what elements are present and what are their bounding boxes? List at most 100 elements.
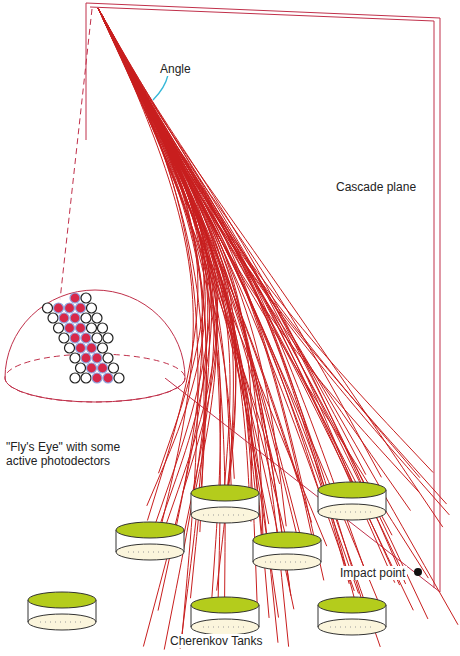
impact-point bbox=[414, 568, 422, 576]
photodetector bbox=[70, 353, 80, 363]
photodetector bbox=[65, 323, 75, 333]
tank-bottom bbox=[318, 619, 386, 635]
tank-dots bbox=[265, 562, 309, 563]
tank-dots bbox=[40, 622, 84, 623]
photodetector bbox=[114, 373, 124, 383]
photodetector bbox=[103, 373, 113, 383]
photodetector bbox=[43, 303, 53, 313]
shower-track bbox=[98, 8, 406, 584]
photodetector bbox=[70, 333, 80, 343]
photodetector bbox=[81, 333, 91, 343]
photodetector bbox=[59, 313, 69, 323]
photodetector bbox=[87, 323, 97, 333]
cherenkov-tank bbox=[191, 485, 259, 523]
shower-track bbox=[98, 8, 324, 580]
shower-track bbox=[98, 8, 264, 559]
photodetector bbox=[98, 363, 108, 373]
photodetector bbox=[59, 333, 69, 343]
photodetector bbox=[76, 303, 86, 313]
photodetector bbox=[54, 303, 64, 313]
cherenkov-tank bbox=[318, 597, 386, 635]
photodetector bbox=[92, 373, 102, 383]
photodetector bbox=[87, 363, 97, 373]
tank-dots bbox=[330, 627, 374, 628]
shower-track bbox=[98, 8, 302, 557]
callout-label: Cherenkov Tanks bbox=[168, 634, 265, 648]
photodetector bbox=[109, 363, 119, 373]
dome-outline bbox=[5, 290, 185, 378]
shower-track bbox=[98, 8, 236, 496]
photodetector bbox=[81, 373, 91, 383]
photodetector bbox=[70, 313, 80, 323]
cherenkov-tank bbox=[191, 597, 259, 635]
shower-track bbox=[98, 8, 433, 473]
callout-label: Cascade plane bbox=[334, 180, 418, 194]
photodetector bbox=[81, 313, 91, 323]
photodetector bbox=[48, 313, 58, 323]
tank-bottom bbox=[191, 619, 259, 635]
shower-track bbox=[98, 8, 449, 515]
photodetector bbox=[103, 353, 113, 363]
photodetector bbox=[92, 333, 102, 343]
photodetector bbox=[81, 353, 91, 363]
tank-bottom bbox=[318, 504, 386, 520]
photodetectors bbox=[43, 293, 125, 383]
tank-bottom bbox=[116, 544, 184, 560]
shower-track bbox=[98, 8, 362, 494]
shower-track bbox=[98, 8, 204, 473]
dome-base bbox=[5, 354, 185, 402]
shower-track bbox=[98, 8, 217, 508]
photodetector bbox=[70, 293, 80, 303]
photodetector bbox=[92, 313, 102, 323]
photodetector bbox=[81, 293, 91, 303]
shower-track bbox=[98, 8, 252, 509]
cherenkov-tank bbox=[253, 532, 321, 570]
shower-track bbox=[98, 8, 381, 477]
shower-track bbox=[98, 8, 298, 481]
shower-track bbox=[98, 8, 205, 506]
photodetector bbox=[103, 333, 113, 343]
tank-dots bbox=[203, 515, 247, 516]
tank-bottom bbox=[253, 554, 321, 570]
cherenkov-tank bbox=[116, 522, 184, 560]
tank-dots bbox=[203, 627, 247, 628]
shower-track bbox=[98, 8, 400, 566]
photodetector bbox=[65, 303, 75, 313]
photodetector bbox=[87, 343, 97, 353]
tank-top bbox=[318, 482, 386, 498]
angle-arc bbox=[153, 75, 168, 100]
tank-top bbox=[191, 597, 259, 613]
tank-top bbox=[318, 597, 386, 613]
shower-track bbox=[98, 8, 443, 527]
plane-edge bbox=[86, 3, 87, 140]
tank-top bbox=[191, 485, 259, 501]
cherenkov-tank bbox=[28, 592, 96, 630]
callout-label: Impact point bbox=[338, 566, 407, 580]
cherenkov-tank bbox=[318, 482, 386, 520]
photodetector bbox=[76, 343, 86, 353]
photodetector bbox=[98, 343, 108, 353]
photodetector bbox=[76, 363, 86, 373]
shower-track bbox=[98, 8, 420, 478]
photodetector bbox=[87, 303, 97, 313]
cherenkov-tanks bbox=[28, 482, 386, 635]
photodetector bbox=[70, 373, 80, 383]
tank-bottom bbox=[28, 614, 96, 630]
tank-top bbox=[116, 522, 184, 538]
photodetector bbox=[98, 323, 108, 333]
tank-dots bbox=[128, 552, 172, 553]
tank-dots bbox=[330, 512, 374, 513]
photodetector bbox=[54, 323, 64, 333]
shower-track bbox=[98, 8, 280, 484]
flys-eye-dome bbox=[5, 290, 185, 402]
shower-track bbox=[98, 8, 447, 504]
shower-track bbox=[98, 8, 349, 584]
tank-top bbox=[28, 592, 96, 608]
photodetector bbox=[76, 323, 86, 333]
detector-label: "Fly's Eye" with some active photodector… bbox=[4, 440, 138, 468]
tank-bottom bbox=[191, 507, 259, 523]
photodetector bbox=[65, 343, 75, 353]
dashed-sightline bbox=[60, 9, 92, 300]
